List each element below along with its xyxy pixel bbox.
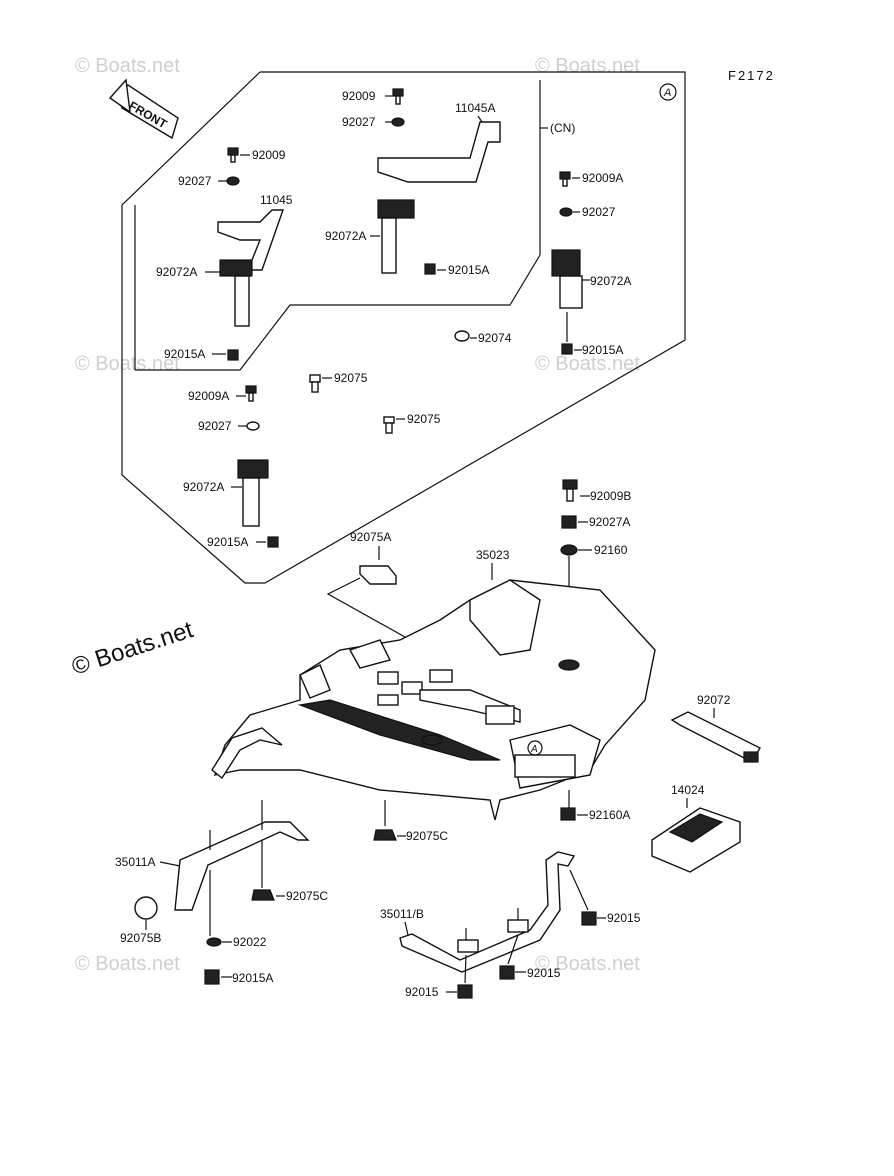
cap-icon [134,896,158,920]
nut-icon [499,965,515,980]
nut-icon [457,984,473,999]
part-label: 92027 [582,205,616,219]
watermark: © Boats.net [535,55,640,77]
bolt-icon [392,88,404,105]
part-label: 92022 [233,935,267,949]
washer-icon [559,207,573,217]
part-label: 92015 [607,911,641,925]
bolt-icon [559,171,571,187]
clamp-92072A-mid [377,199,415,274]
grommet-icon [560,544,578,556]
clamp-92072A-right [551,249,583,309]
part-label: 92015A [164,347,205,361]
part-label: 92009A [188,389,229,403]
nut-icon [227,349,239,361]
part-label: 92015 [405,985,439,999]
part-label: 92075 [407,412,441,426]
watermark: © Boats.net [75,55,180,77]
washer-icon [561,515,577,529]
clamp-92072A-left [219,259,253,327]
part-label: 35023 [476,548,510,562]
part-label: 92009 [342,89,376,103]
part-label: 92075 [334,371,368,385]
detail-boundary [121,71,686,584]
ref-mark: A [530,744,538,755]
clamp-92072A-low [237,459,269,527]
part-label: 92160 [594,543,628,557]
bolt-icon [227,147,239,163]
bracket-11045 [217,209,284,271]
washer-icon [206,937,222,947]
figure-code: F2172 [728,68,775,83]
clip-icon [373,829,397,841]
clip-icon [383,416,395,434]
part-label: 14024 [671,783,705,797]
part-label: 92015 [527,966,561,980]
washer-icon [246,421,260,431]
part-label: 11045A [455,101,495,115]
part-label: 92009B [590,489,631,503]
nut-icon [204,969,220,985]
ref-mark: A [663,87,671,99]
clip-92075A [359,565,397,585]
part-label: 35011/B [380,907,424,921]
part-label: 92027 [342,115,376,129]
part-label: 11045 [260,193,293,207]
nut-icon [581,911,597,926]
ref-mark-icon [659,83,677,101]
part-label: 92027 [178,174,212,188]
bracket-35011B [399,851,576,973]
part-label: 92027 [198,419,232,433]
watermark-logo: © Boats.net [69,616,197,681]
part-label: 92015A [232,971,273,985]
cn-label: (CN) [550,121,575,135]
part-label: 92160A [589,808,630,822]
part-label: 92015A [448,263,489,277]
washer-icon [226,176,240,186]
washer-icon [391,117,405,127]
watermark: © Boats.net [535,353,640,375]
part-label: 92027A [589,515,630,529]
strap-buckle [743,751,759,763]
clip-icon [309,374,321,393]
bracket-35011A [174,800,310,911]
rear-fender-35023 [211,579,656,821]
part-label: 92072A [325,229,366,243]
part-label: 92009A [582,171,623,185]
grommet-icon [454,330,470,342]
part-label: 92072A [183,480,224,494]
part-label: 35011A [115,855,155,869]
part-label: 92015A [207,535,248,549]
grommet-icon [560,807,576,821]
bracket-11045A [377,121,501,183]
clip-icon [251,889,275,901]
front-arrow-icon: FRONT [108,78,179,140]
part-label: 92072 [697,693,731,707]
part-label: 92075C [406,829,448,843]
part-label: 92075C [286,889,328,903]
cn-boundary [135,80,541,371]
watermark: © Boats.net [535,953,640,975]
nut-icon [267,536,279,548]
part-label: 92075A [350,530,391,544]
bolt-icon [245,385,257,402]
watermark: © Boats.net [75,953,180,975]
part-label: 92072A [590,274,631,288]
part-label: 92009 [252,148,286,162]
bolt-icon [562,479,578,502]
part-label: 92075B [120,931,161,945]
part-label: 92074 [478,331,512,345]
nut-icon [424,263,436,275]
part-label: 92072A [156,265,197,279]
nut-icon [561,343,573,355]
part-label: 92015A [582,343,623,357]
